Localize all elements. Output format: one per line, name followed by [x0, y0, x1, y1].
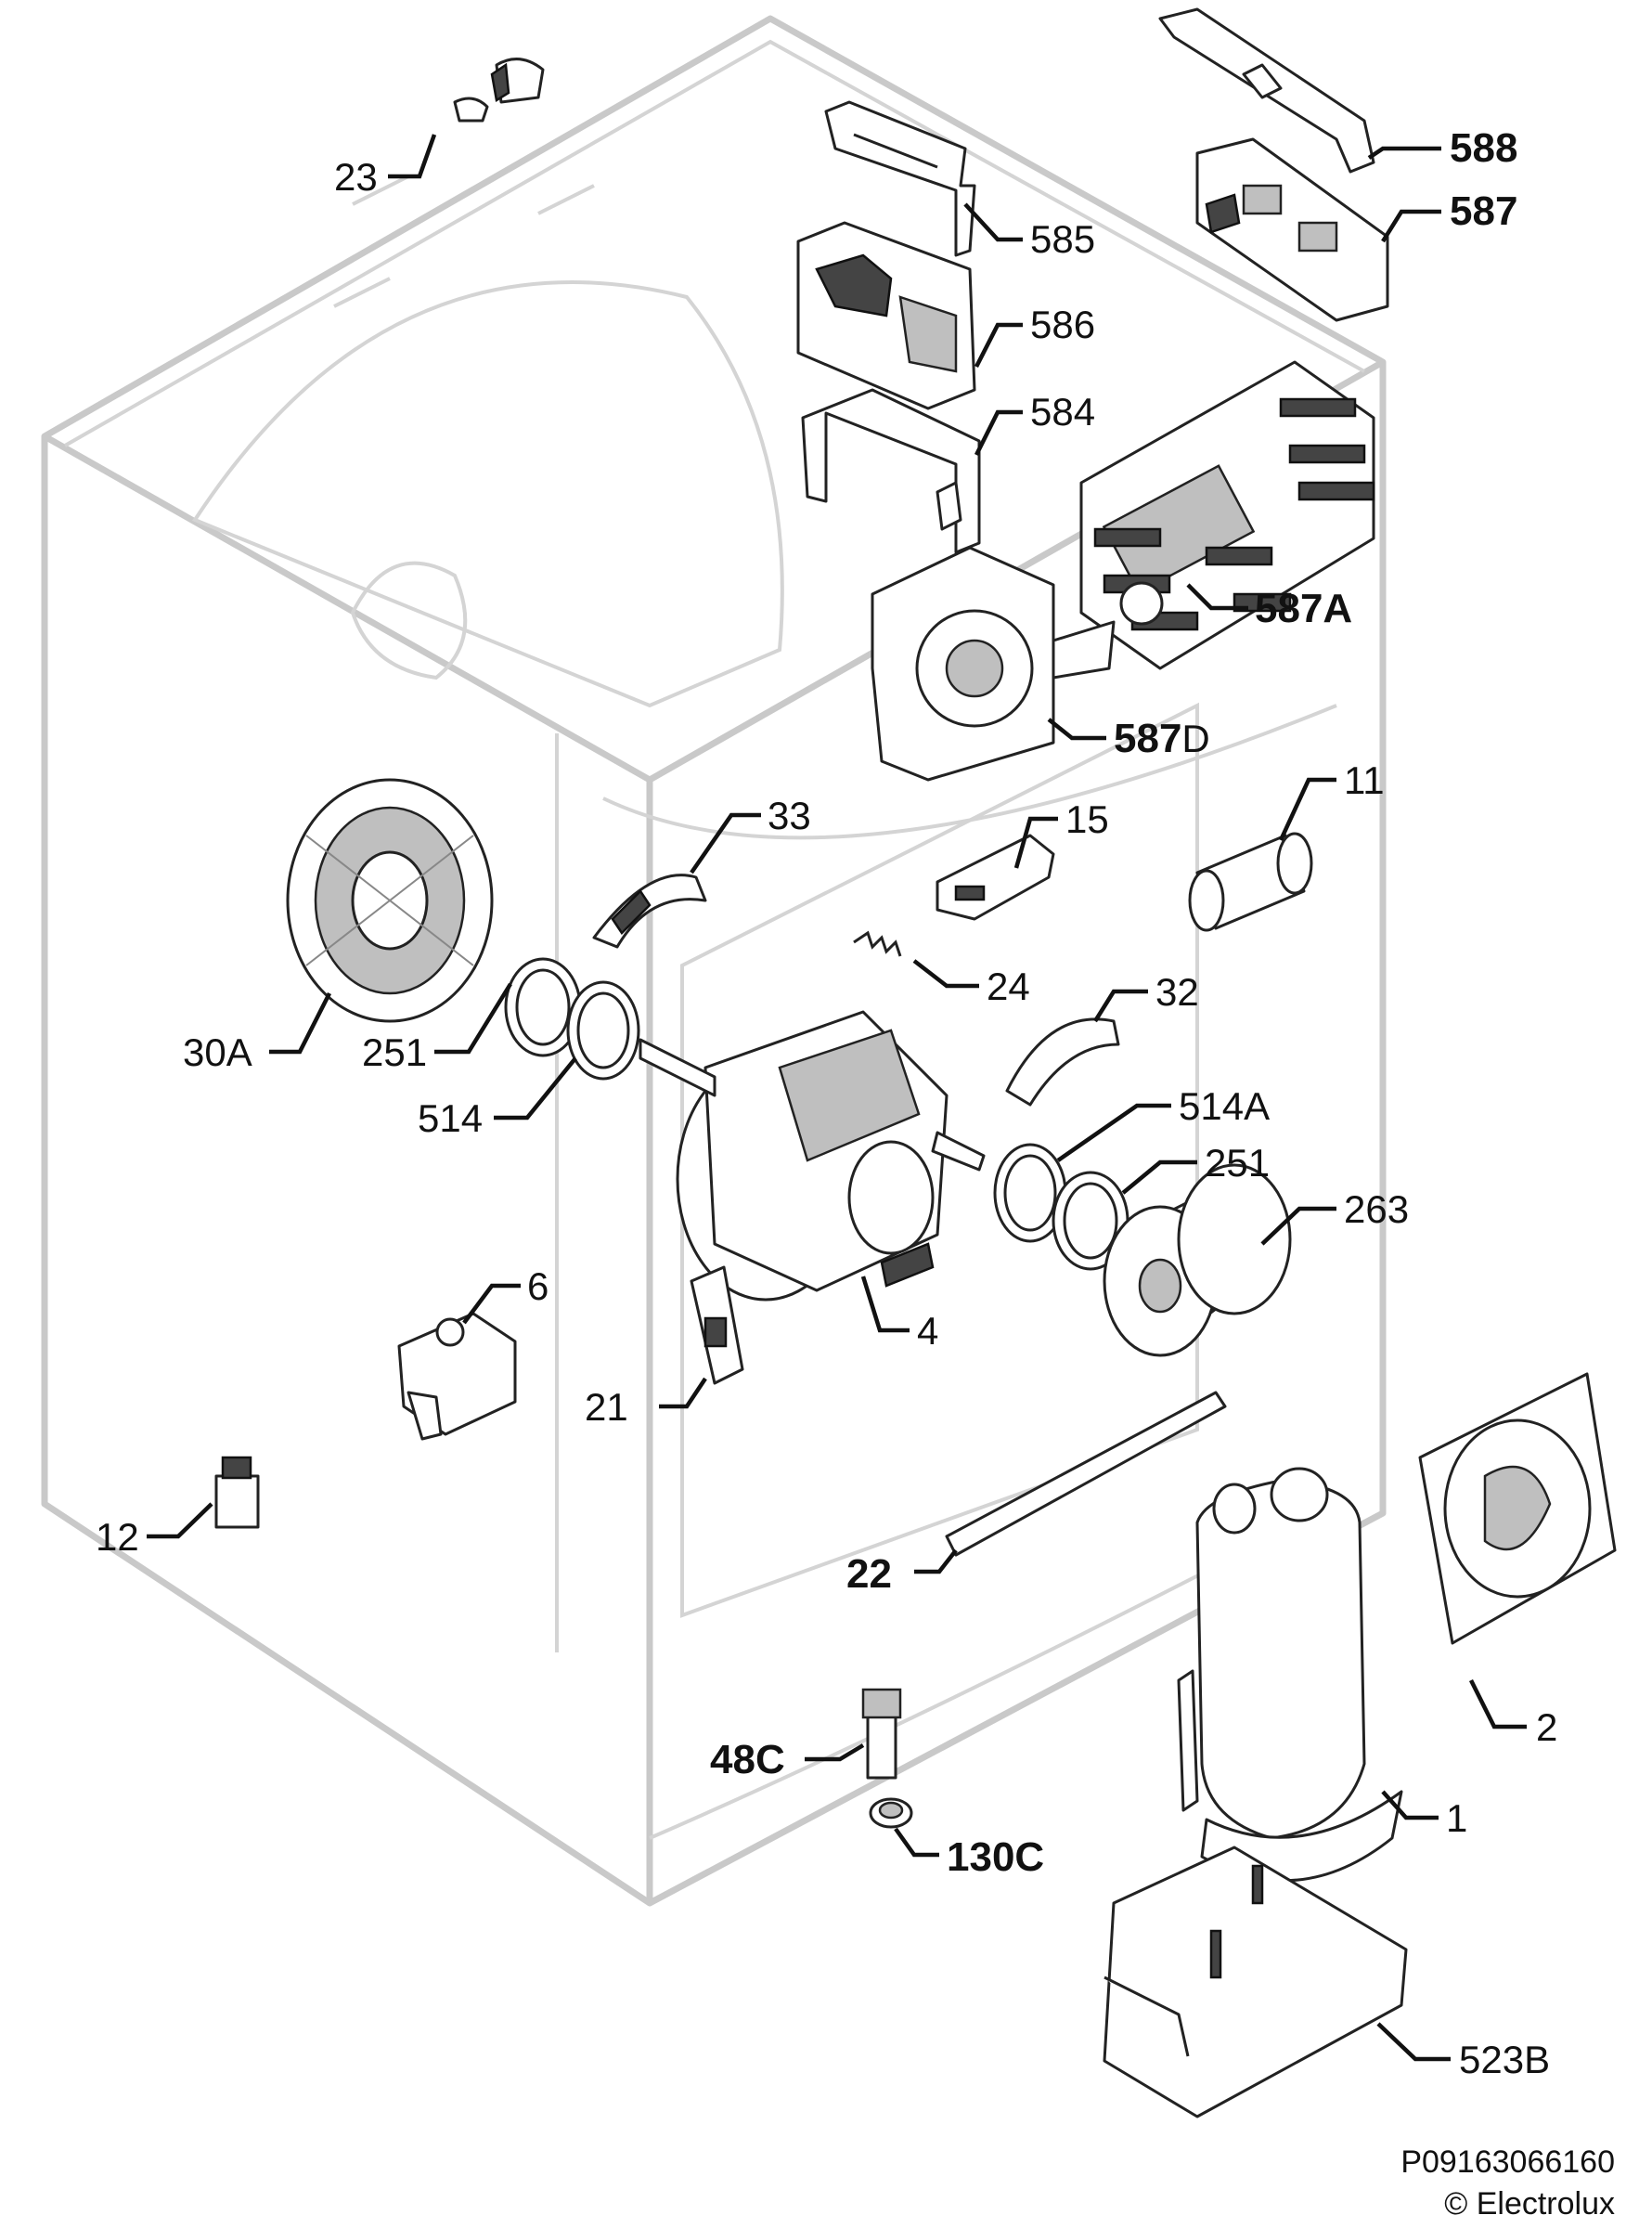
- part-586-board: [796, 221, 976, 410]
- part-22-rail: [945, 1391, 1227, 1557]
- part-587A-heater: [1079, 360, 1375, 670]
- part-24-spring: [853, 930, 902, 957]
- label-11: 11: [1344, 758, 1385, 802]
- part-523B-base-plate: [1103, 1846, 1408, 2118]
- part-15-switch: [936, 834, 1055, 921]
- part-584-frame: [801, 388, 981, 554]
- label-588: 588: [1450, 125, 1517, 171]
- part-1-compressor: [1177, 1467, 1403, 1883]
- label-584: 584: [1030, 390, 1095, 434]
- part-21-sensor: [690, 1265, 744, 1385]
- label-514-left: 514: [418, 1096, 483, 1140]
- part-251-ring-right: [1052, 1171, 1129, 1271]
- part-130C-grommet: [869, 1797, 913, 1829]
- label-587D: 587D: [1114, 716, 1210, 761]
- label-12: 12: [96, 1515, 139, 1559]
- label-523B: 523B: [1459, 2038, 1550, 2081]
- part-11-capacitor: [1188, 832, 1313, 932]
- copyright: © Electrolux: [1444, 2186, 1615, 2222]
- part-30A-fan-wheel: [286, 778, 494, 1023]
- label-30A: 30A: [183, 1030, 252, 1074]
- label-251-right: 251: [1205, 1141, 1270, 1185]
- part-514A-ring-right: [993, 1143, 1067, 1243]
- part-23-cap: [453, 58, 545, 123]
- label-6: 6: [527, 1264, 549, 1308]
- label-32: 32: [1155, 970, 1199, 1014]
- label-23: 23: [334, 155, 378, 199]
- footer: P09163066160 © Electrolux: [1400, 2144, 1615, 2222]
- label-263: 263: [1344, 1187, 1409, 1231]
- part-6-pump: [397, 1312, 517, 1441]
- label-4: 4: [917, 1309, 938, 1353]
- label-1: 1: [1446, 1796, 1467, 1840]
- part-588-bracket: [1158, 7, 1375, 174]
- label-15: 15: [1065, 797, 1109, 841]
- part-33-bracket: [592, 874, 707, 949]
- part-587D-module: [871, 546, 1116, 782]
- part-587-control-board: [1195, 137, 1389, 322]
- part-263-drum: [1103, 1163, 1292, 1357]
- part-32-bracket: [1005, 1017, 1120, 1107]
- label-587A: 587A: [1255, 586, 1352, 631]
- label-251-left: 251: [362, 1030, 427, 1074]
- label-586: 586: [1030, 303, 1095, 346]
- label-587: 587: [1450, 188, 1517, 234]
- part-4-motor: [639, 1010, 986, 1302]
- cabinet-outline: [41, 15, 1387, 1907]
- part-251-ring-left: [504, 957, 582, 1057]
- label-21: 21: [585, 1385, 628, 1429]
- part-12-capsule: [214, 1456, 260, 1529]
- label-48C: 48C: [710, 1737, 785, 1782]
- part-514-ring-left: [566, 980, 640, 1081]
- label-24: 24: [987, 965, 1030, 1008]
- leader-lines: [147, 134, 1527, 2062]
- label-585: 585: [1030, 217, 1095, 261]
- label-22: 22: [846, 1551, 892, 1597]
- part-2-cooling-fan: [1418, 1372, 1617, 1645]
- label-130C: 130C: [947, 1834, 1044, 1880]
- part-48C-sensor: [861, 1688, 902, 1780]
- label-33: 33: [768, 794, 811, 837]
- part-labels: 23 585 586 584 588 587 587A 587D 33 15 1…: [96, 125, 1557, 2081]
- label-2: 2: [1536, 1705, 1557, 1749]
- drawing-code: P09163066160: [1400, 2144, 1615, 2180]
- part-585-cover: [824, 100, 976, 257]
- label-514A: 514A: [1179, 1084, 1270, 1128]
